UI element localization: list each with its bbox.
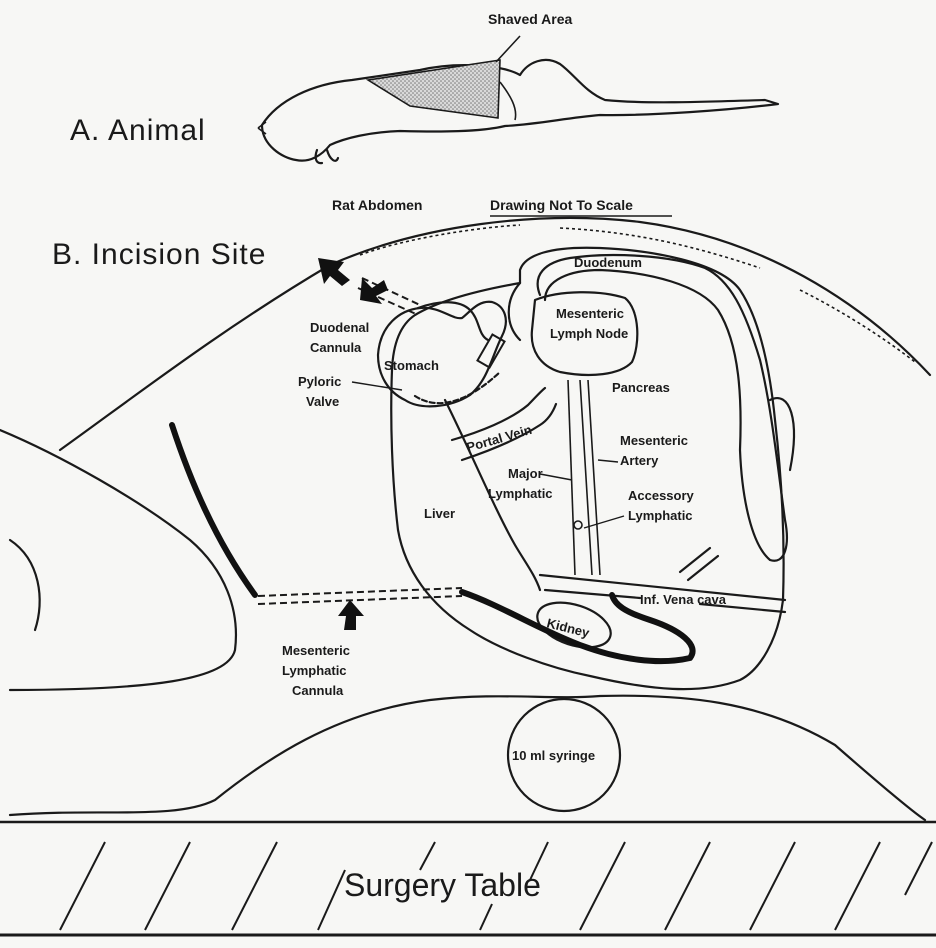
accessory-lymphatic-label-1: Accessory: [628, 488, 695, 503]
pyloric-valve-label-2: Valve: [306, 394, 339, 409]
duodenal-cannula-label-1: Duodenal: [310, 320, 369, 335]
rat-abdomen-label: Rat Abdomen: [332, 197, 422, 213]
artery-label-1: Mesenteric: [620, 433, 688, 448]
shaved-area-label: Shaved Area: [488, 11, 573, 27]
incision-arrow: [318, 258, 350, 286]
accessory-lymphatic-leader: [584, 516, 624, 528]
shaved-leader: [496, 36, 520, 62]
pyloric-leader: [352, 382, 402, 390]
lymph-node-label-2: Lymph Node: [550, 326, 628, 341]
cannula-label-2: Lymphatic: [282, 663, 347, 678]
cannula-label-3: Cannula: [292, 683, 344, 698]
cannula-label-1: Mesenteric: [282, 643, 350, 658]
artery-leader: [598, 460, 618, 462]
stomach-label: Stomach: [384, 358, 439, 373]
duodenum-label: Duodenum: [574, 255, 642, 270]
scale-note: Drawing Not To Scale: [490, 197, 633, 213]
vena-cava-label: Inf. Vena cava: [640, 592, 727, 607]
pancreas-label: Pancreas: [612, 380, 670, 395]
mesenteric-cannula-dash: [258, 588, 462, 604]
panel-a-heading: A. Animal: [70, 114, 206, 147]
vena-cava-branch: [680, 548, 718, 580]
animal-outline: [258, 60, 778, 163]
artery-label-2: Artery: [620, 453, 659, 468]
stomach-inner: [415, 372, 500, 403]
left-tube: [172, 425, 255, 595]
rat-body-outline: [0, 218, 930, 820]
panel-b-heading: B. Incision Site: [52, 238, 266, 271]
shaved-area: [368, 60, 500, 118]
mesenteric-artery: [580, 380, 600, 575]
surgery-table-label: Surgery Table: [344, 867, 541, 903]
syringe-label: 10 ml syringe: [512, 748, 595, 763]
mesenteric-cannula-arrow: [338, 600, 364, 630]
lymphatic-junction: [574, 521, 582, 529]
lymph-node-label-1: Mesenteric: [556, 306, 624, 321]
duodenal-cannula-label-2: Cannula: [310, 340, 362, 355]
portal-vein-label: Portal Vein: [465, 422, 534, 455]
major-lymphatic-leader: [540, 474, 572, 480]
stomach: [378, 302, 506, 407]
major-lymphatic: [568, 380, 575, 575]
accessory-lymphatic-label-2: Lymphatic: [628, 508, 693, 523]
pyloric-valve-label-1: Pyloric: [298, 374, 341, 389]
major-lymphatic-label-1: Major: [508, 466, 543, 481]
major-lymphatic-label-2: Lymphatic: [488, 486, 553, 501]
liver-label: Liver: [424, 506, 455, 521]
